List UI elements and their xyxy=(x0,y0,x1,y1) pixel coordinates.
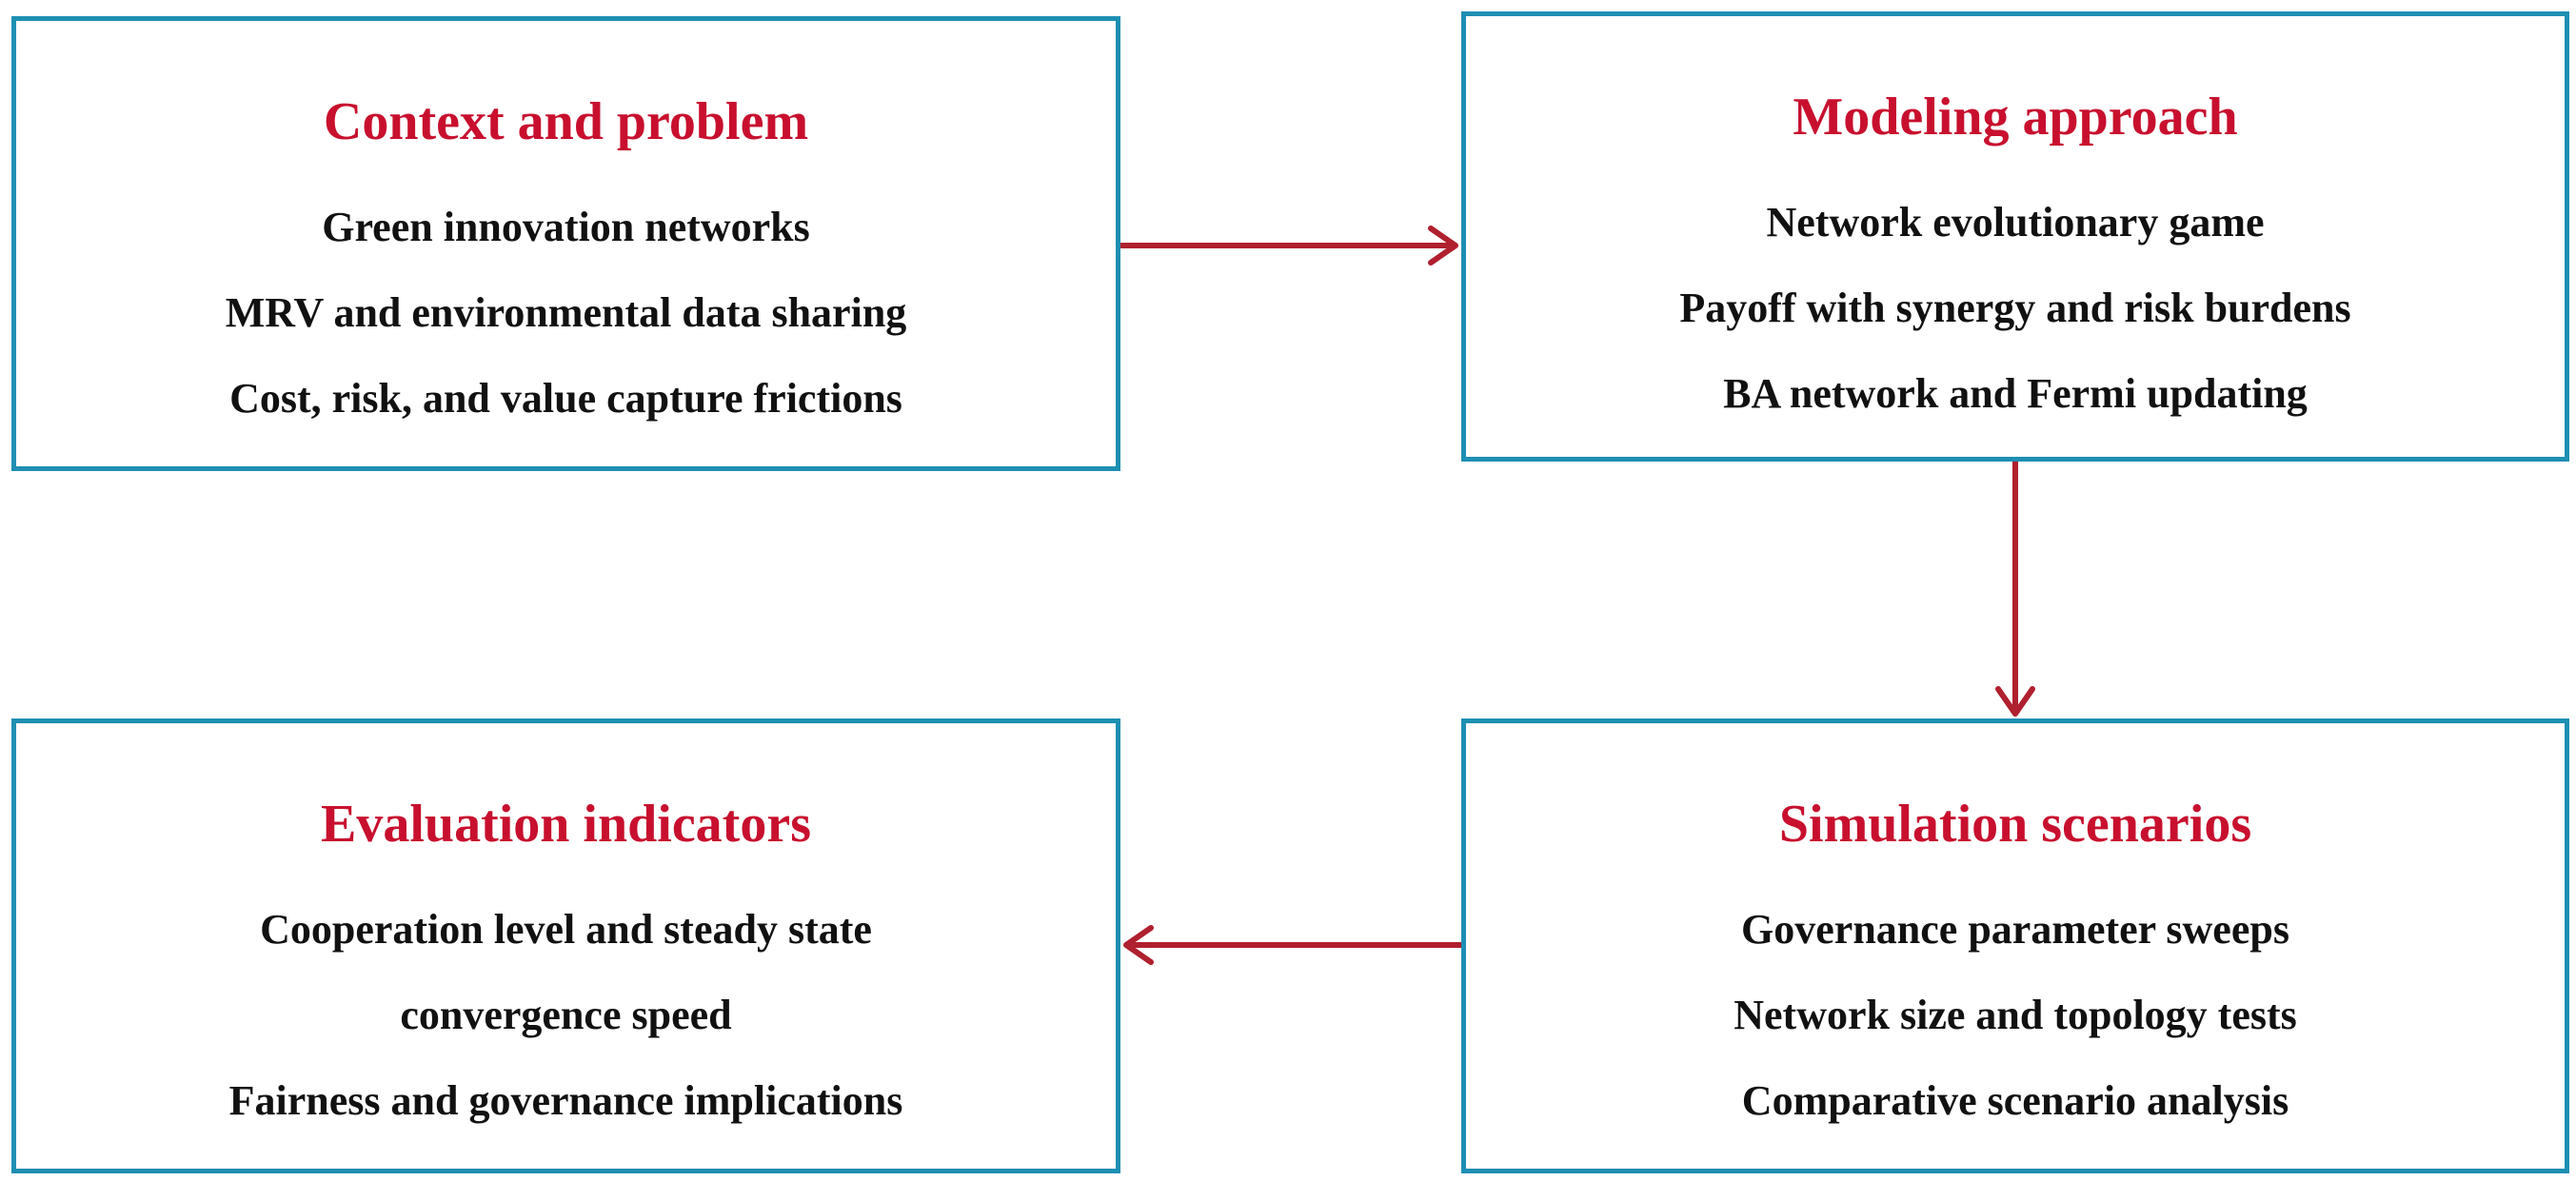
simulation-line: Comparative scenario analysis xyxy=(1741,1077,2289,1124)
context-problem-title: Context and problem xyxy=(323,92,809,151)
evaluation-line: Cooperation level and steady state xyxy=(260,906,872,953)
modeling-line: Payoff with synergy and risk burdens xyxy=(1679,285,2351,331)
arrow-modeling-to-simulation xyxy=(1995,459,2035,717)
modeling-approach-title: Modeling approach xyxy=(1793,88,2238,147)
simulation-line: Governance parameter sweeps xyxy=(1741,906,2289,953)
context-line: MRV and environmental data sharing xyxy=(225,289,907,336)
modeling-line: Network evolutionary game xyxy=(1766,199,2265,246)
arrow-simulation-to-evaluation xyxy=(1123,925,1464,965)
arrow-context-to-modeling xyxy=(1118,226,1458,266)
context-problem-box: Context and problem Green innovation net… xyxy=(11,16,1120,471)
simulation-scenarios-lines: Governance parameter sweeps Network size… xyxy=(1466,887,2565,1144)
modeling-approach-lines: Network evolutionary game Payoff with sy… xyxy=(1466,180,2565,437)
evaluation-line: convergence speed xyxy=(400,992,732,1038)
context-problem-lines: Green innovation networks MRV and enviro… xyxy=(16,185,1116,442)
simulation-line: Network size and topology tests xyxy=(1734,992,2297,1038)
evaluation-line: Fairness and governance implications xyxy=(228,1077,903,1124)
context-line: Green innovation networks xyxy=(322,204,810,250)
simulation-scenarios-title: Simulation scenarios xyxy=(1778,795,2252,854)
modeling-approach-box: Modeling approach Network evolutionary g… xyxy=(1461,11,2569,462)
simulation-scenarios-box: Simulation scenarios Governance paramete… xyxy=(1461,718,2569,1173)
evaluation-indicators-title: Evaluation indicators xyxy=(321,795,811,854)
evaluation-indicators-lines: Cooperation level and steady state conve… xyxy=(16,887,1116,1144)
evaluation-indicators-box: Evaluation indicators Cooperation level … xyxy=(11,718,1120,1173)
modeling-line: BA network and Fermi updating xyxy=(1723,370,2308,417)
context-line: Cost, risk, and value capture frictions xyxy=(229,375,902,422)
